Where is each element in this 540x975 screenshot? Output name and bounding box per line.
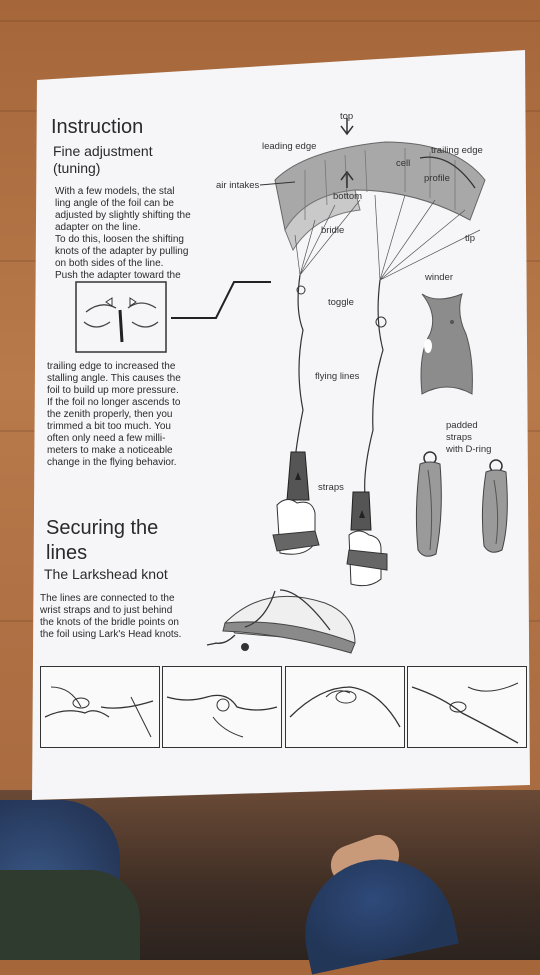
knot-step-1-panel <box>40 666 160 748</box>
label-bridle: bridle <box>321 225 345 236</box>
kite-diagram <box>259 118 486 587</box>
securing-title-line2: lines <box>46 542 88 564</box>
label-bottom: bottom <box>333 191 363 202</box>
larkshead-knot-subtitle: The Larkshead knot <box>44 566 168 582</box>
label-flying-lines: flying lines <box>315 371 360 382</box>
knot-step-4-panel <box>407 666 527 748</box>
label-tip: tip <box>465 233 476 244</box>
knot-step-2-panel <box>162 666 282 748</box>
instruction-paragraph-bottom: trailing edge to increased the stalling … <box>47 361 181 468</box>
securing-paragraph: The lines are connected to the wrist str… <box>40 593 182 640</box>
label-toggle: toggle <box>328 297 354 308</box>
label-cell: cell <box>396 158 411 169</box>
label-profile: profile <box>424 173 450 184</box>
label-trailing-edge: trailing edge <box>431 145 483 156</box>
fine-adjustment-subtitle: Fine adjustment <box>53 143 153 159</box>
label-padded-straps: padded straps with D-ring <box>446 420 492 455</box>
label-winder: winder <box>425 272 453 283</box>
foil-larkshead-illustration <box>206 589 356 654</box>
label-top: top <box>340 111 354 122</box>
knot-step-3-panel <box>285 666 405 748</box>
adapter-illustration <box>75 281 271 353</box>
tuning-subtitle: (tuning) <box>53 160 101 176</box>
padded-straps-illustration <box>415 451 508 557</box>
instruction-paragraph-top: With a few models, the stal ling angle o… <box>55 186 191 281</box>
label-air-intakes: air intakes <box>216 180 260 191</box>
knot-step-4-drawing <box>411 682 519 744</box>
person-clothing-left <box>0 870 140 960</box>
knot-step-3-drawing <box>289 686 401 728</box>
securing-title-line1: Securing the <box>46 517 159 539</box>
label-straps: straps <box>318 482 344 493</box>
knot-step-2-drawing <box>166 694 278 738</box>
label-leading-edge: leading edge <box>262 141 317 152</box>
instruction-title: Instruction <box>51 116 144 138</box>
winder-illustration <box>420 293 473 395</box>
knot-step-1-drawing <box>44 686 154 738</box>
